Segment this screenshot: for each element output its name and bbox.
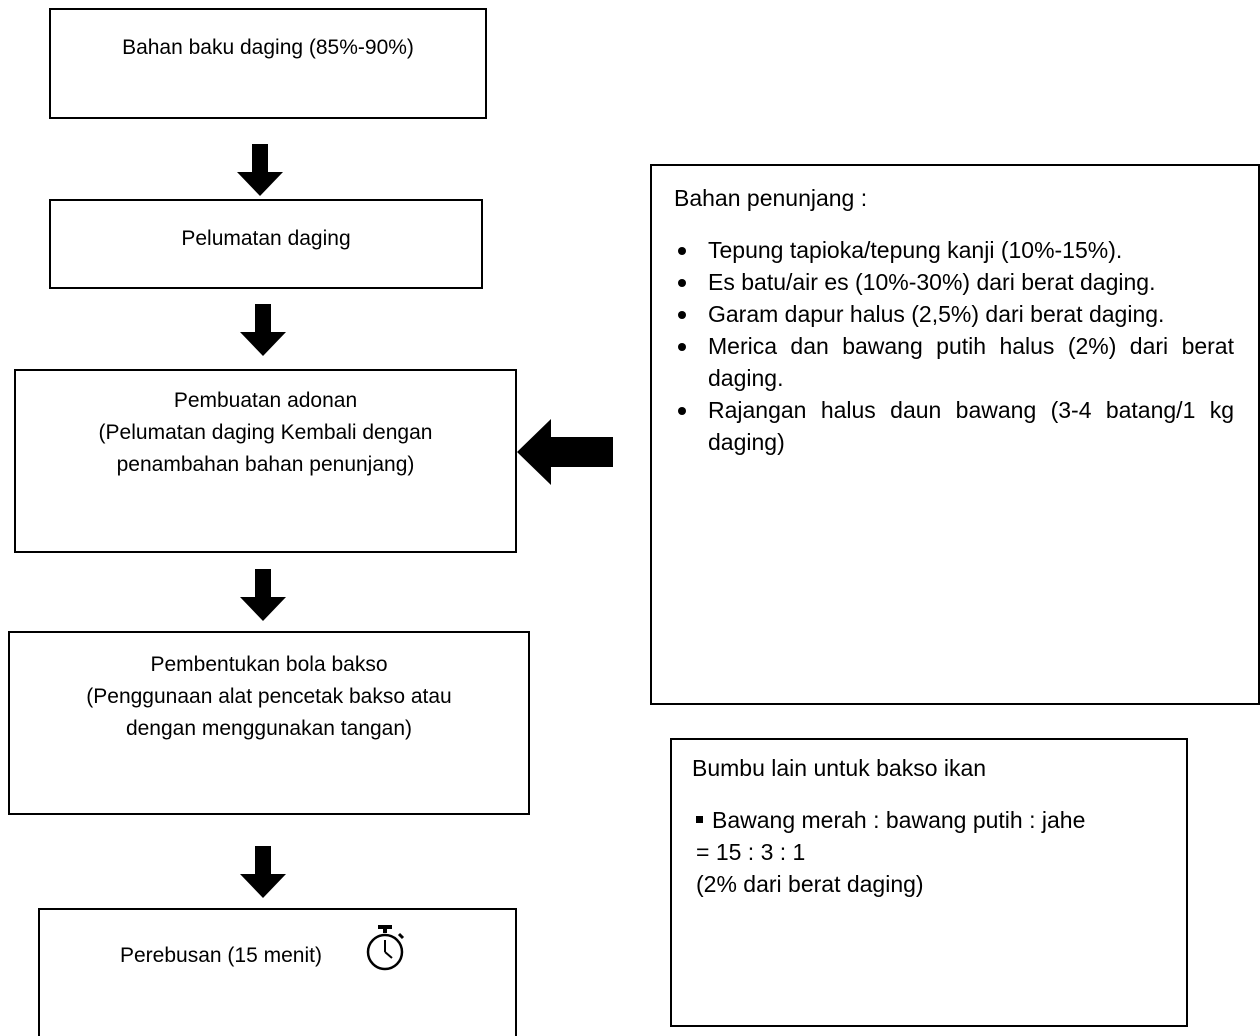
- arrow-down-icon: [240, 846, 286, 898]
- list-item: Merica dan bawang putih halus (2%) dari …: [674, 330, 1234, 394]
- list-item: Tepung tapioka/tepung kanji (10%-15%).: [674, 234, 1234, 266]
- step-raw-meat-box: Bahan baku daging (85%-90%): [49, 8, 487, 119]
- step-dough-box: Pembuatan adonan (Pelumatan daging Kemba…: [14, 369, 517, 553]
- step-dough-note-1: (Pelumatan daging Kembali dengan: [98, 421, 433, 444]
- step-ball-forming-note-2: dengan menggunakan tangan): [125, 717, 413, 740]
- list-item: Es batu/air es (10%-30%) dari berat dagi…: [674, 266, 1234, 298]
- fish-spices-panel: Bumbu lain untuk bakso ikan Bawang merah…: [670, 738, 1188, 1027]
- step-grinding-box: Pelumatan daging: [49, 199, 483, 289]
- fish-spices-ratio-value: = 15 : 3 : 1: [696, 839, 806, 865]
- list-item: Bawang merah : bawang putih : jahe = 15 …: [692, 804, 1166, 900]
- arrow-left-icon: [517, 419, 613, 485]
- fish-spices-title: Bumbu lain untuk bakso ikan: [692, 755, 987, 781]
- fish-spices-ratio-label: Bawang merah : bawang putih : jahe: [712, 807, 1086, 833]
- supporting-ingredients-list: Tepung tapioka/tepung kanji (10%-15%). E…: [674, 234, 1234, 458]
- step-ball-forming-note-1: (Penggunaan alat pencetak bakso atau: [86, 685, 452, 708]
- step-ball-forming-box: Pembentukan bola bakso (Penggunaan alat …: [8, 631, 530, 815]
- list-item: Rajangan halus daun bawang (3-4 batang/1…: [674, 394, 1234, 458]
- step-ball-forming-title: Pembentukan bola bakso: [150, 653, 388, 676]
- list-item: Garam dapur halus (2,5%) dari berat dagi…: [674, 298, 1234, 330]
- stopwatch-icon: [366, 925, 405, 971]
- supporting-ingredients-panel: Bahan penunjang : Tepung tapioka/tepung …: [650, 164, 1260, 705]
- step-dough-note-2: penambahan bahan penunjang): [116, 453, 415, 476]
- fish-spices-list: Bawang merah : bawang putih : jahe = 15 …: [692, 804, 1166, 900]
- arrow-down-icon: [240, 304, 286, 356]
- arrow-down-icon: [237, 144, 283, 196]
- supporting-ingredients-title: Bahan penunjang :: [674, 185, 868, 211]
- arrow-down-icon: [240, 569, 286, 621]
- step-boiling-text: Perebusan (15 menit): [120, 944, 322, 967]
- step-dough-title: Pembuatan adonan: [173, 389, 358, 412]
- fish-spices-ratio-note: (2% dari berat daging): [696, 871, 924, 897]
- step-raw-meat-text: Bahan baku daging (85%-90%): [122, 36, 414, 59]
- step-grinding-text: Pelumatan daging: [181, 227, 351, 250]
- step-boiling-box: Perebusan (15 menit): [38, 908, 517, 1036]
